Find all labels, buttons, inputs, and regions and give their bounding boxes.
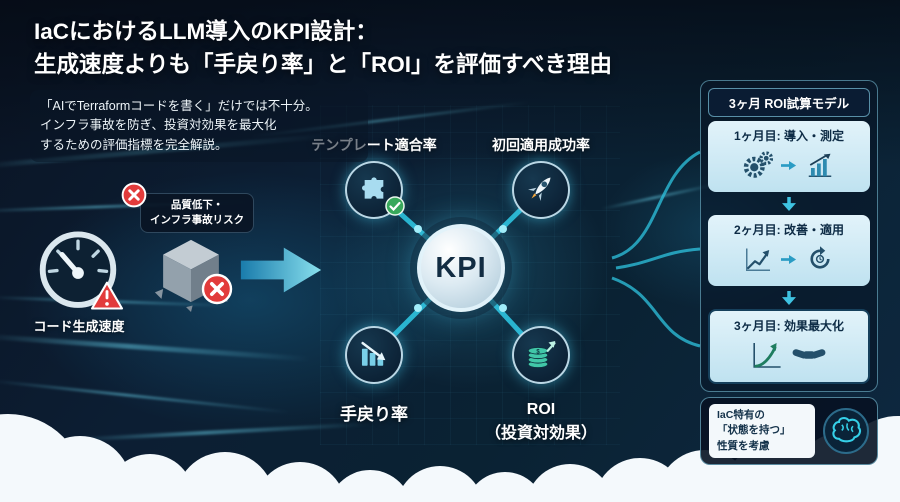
roi-month-3-card: 3ヶ月目: 効果最大化 — [708, 309, 870, 384]
roi-month-2-label: 2ヶ月目: 改善・適用 — [733, 223, 844, 237]
node-rework-rate — [345, 326, 403, 384]
node-template-fit — [345, 161, 405, 221]
trend-up-icon — [743, 244, 773, 279]
footnote: IaC特有の 「状態を持つ」 性質を考慮 — [700, 397, 878, 465]
roi-month-1-card: 1ヶ月目: 導入・測定 — [708, 121, 870, 192]
roi-panel-title: 3ヶ月 ROI試算モデル — [708, 88, 870, 117]
gauge-label: コード生成速度 — [33, 319, 125, 334]
node-label-rework-rate: 手戻り率 — [340, 405, 408, 424]
refresh-cycle-icon — [805, 244, 835, 279]
node-roi: $ — [512, 326, 570, 384]
roi-month-2-card: 2ヶ月目: 改善・適用 — [708, 215, 870, 286]
node-first-apply-success — [512, 161, 570, 219]
kpi-hub: KPI — [417, 224, 505, 312]
gears-icon — [743, 150, 774, 185]
declining-bars-icon — [357, 336, 391, 375]
down-arrow-icon — [708, 290, 870, 305]
coins-icon: $ — [523, 335, 559, 376]
warning-triangle-icon — [90, 281, 124, 316]
speedometer-icon — [36, 226, 120, 310]
light-streak — [0, 333, 310, 362]
roi-month-1-label: 1ヶ月目: 導入・測定 — [733, 129, 844, 143]
flow-arrow-icon — [238, 242, 324, 303]
broken-cube-icon — [150, 230, 232, 312]
bar-chart-icon — [805, 150, 835, 185]
risk-badge: 品質低下・ インフラ事故リスク — [140, 193, 255, 234]
footnote-text: IaC特有の 「状態を持つ」 性質を考慮 — [709, 404, 815, 458]
brain-circle — [823, 408, 869, 454]
right-arrow-icon — [781, 252, 797, 270]
brain-icon — [829, 415, 863, 448]
node-label-first-apply-success: 初回適用成功率 — [492, 137, 590, 153]
kpi-hub-label: KPI — [435, 251, 487, 284]
error-x-icon — [121, 182, 147, 213]
light-streak — [0, 379, 290, 414]
check-badge-icon — [385, 196, 405, 221]
page-title: IaCにおけるLLM導入のKPI設計： 生成速度よりも「手戻り率」と「ROI」を… — [34, 19, 612, 77]
error-x-icon — [201, 273, 233, 310]
growth-curve-icon — [751, 339, 783, 376]
subtitle: 「AIでTerraformコードを書く」だけでは不十分。 インフラ事故を防ぎ、投… — [30, 90, 368, 163]
rocket-icon — [524, 171, 558, 210]
down-arrow-icon — [708, 196, 870, 211]
roi-month-3-label: 3ヶ月目: 効果最大化 — [733, 319, 844, 333]
roi-panel: 3ヶ月 ROI試算モデル 1ヶ月目: 導入・測定 — [700, 80, 878, 392]
node-label-roi: ROI （投資対効果） — [484, 401, 597, 442]
right-arrow-icon — [781, 158, 797, 176]
handshake-icon — [791, 340, 827, 375]
